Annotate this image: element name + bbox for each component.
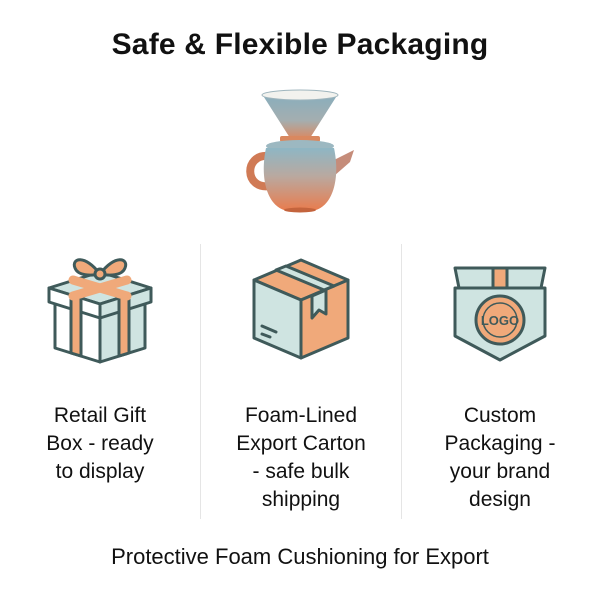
- pour-over-coffee-set-image: [246, 89, 354, 213]
- footer-caption: Protective Foam Cushioning for Export: [111, 544, 489, 569]
- page-title: Safe & Flexible Packaging: [111, 28, 489, 61]
- option-retail-gift-box: Retail Gift Box - ready to display: [0, 244, 200, 519]
- carton-box-icon: [252, 258, 350, 360]
- custom-logo-box-icon: LOGO: [453, 266, 547, 362]
- option-label: Retail Gift Box - ready to display: [46, 404, 154, 483]
- option-export-carton: Foam-Lined Export Carton - safe bulk shi…: [200, 244, 402, 519]
- logo-seal-icon: LOGO: [474, 294, 526, 346]
- option-label: Foam-Lined Export Carton - safe bulk shi…: [236, 404, 366, 511]
- logo-badge-text: LOGO: [481, 313, 519, 328]
- option-custom-packaging: LOGO Custom Packaging - your brand desig…: [400, 244, 600, 519]
- option-label: Custom Packaging - your brand design: [444, 404, 556, 511]
- gift-box-icon: [47, 258, 153, 364]
